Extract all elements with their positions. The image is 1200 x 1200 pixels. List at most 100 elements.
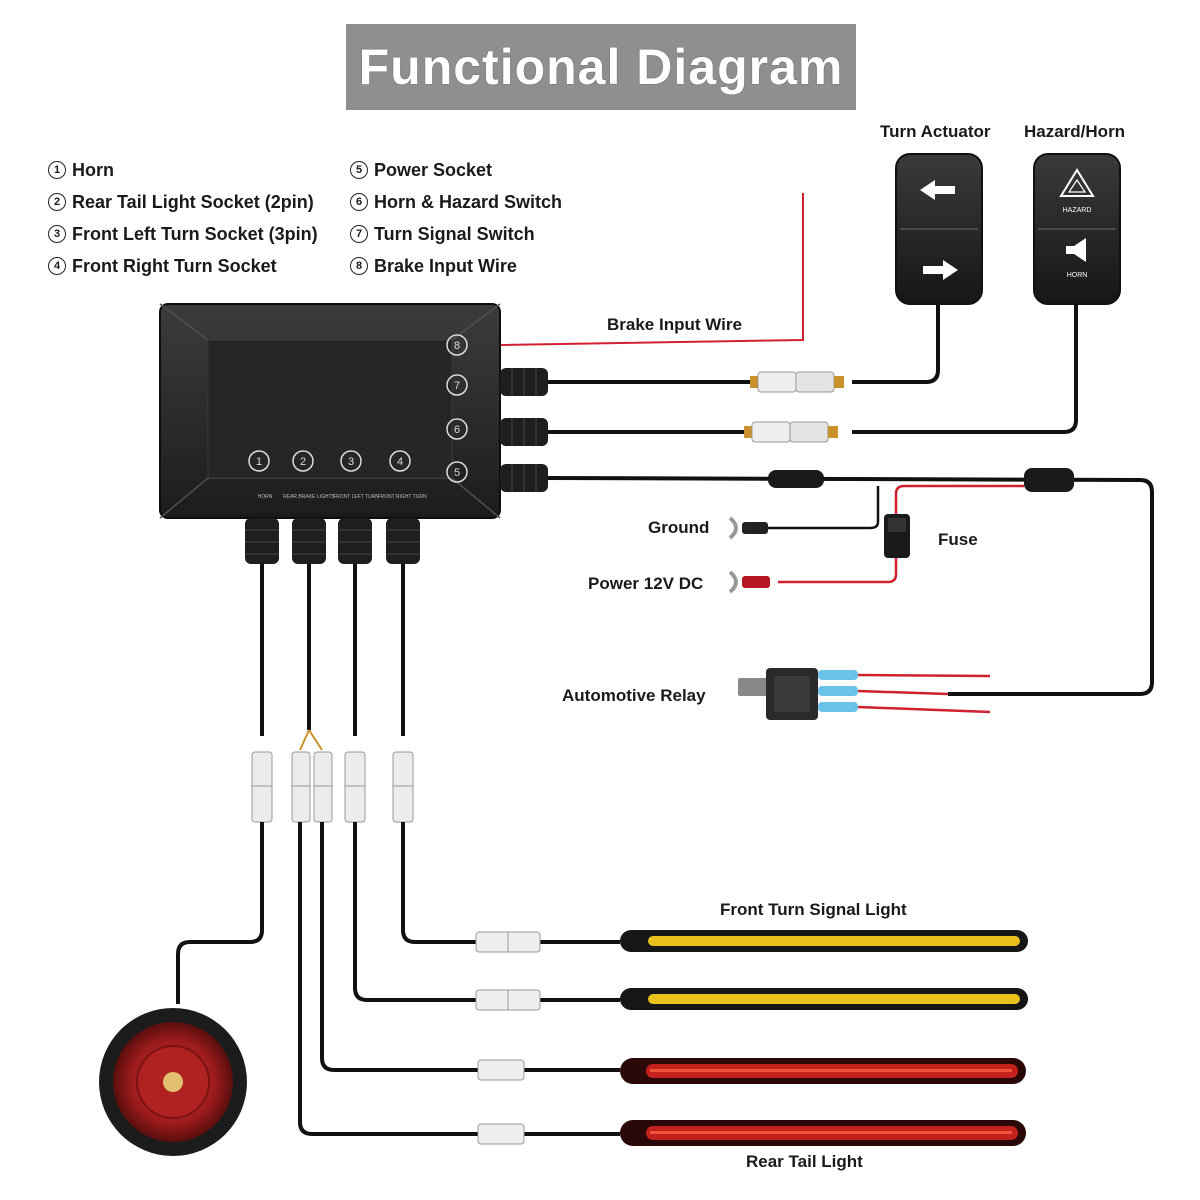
bottom-grommet-2 (292, 518, 326, 564)
port-label-front-left: FRONT LEFT TURN (333, 494, 379, 500)
port-badge-8: 8 (446, 334, 468, 356)
port-label-horn: HORN (258, 494, 273, 500)
rear-split-wires (299, 729, 323, 751)
legend-item: 1 Horn (48, 154, 318, 186)
front-turn-light-strip-top (620, 930, 1028, 952)
fuse-holder (884, 514, 910, 558)
side-grommet-6 (500, 418, 548, 446)
turn-actuator-switch[interactable] (895, 153, 983, 305)
legend-text: Horn (72, 159, 114, 180)
front-right-light-connector (475, 931, 541, 953)
horn-cable-lower (176, 822, 264, 1004)
diagram-title: Functional Diagram (358, 39, 844, 95)
svg-text:4: 4 (397, 456, 403, 468)
horn-inline-connector (251, 751, 273, 823)
brake-input-label: Brake Input Wire (607, 315, 742, 334)
port-label-front-right: FRONT RIGHT TURN (377, 494, 427, 500)
legend-item: 7 Turn Signal Switch (350, 218, 562, 250)
legend-text: Rear Tail Light Socket (2pin) (72, 191, 314, 212)
port-label-rear: REAR BRAKE LIGHTS (283, 494, 335, 500)
rear-light-connector-a (477, 1123, 525, 1145)
svg-text:6: 6 (454, 424, 460, 436)
rear-tail-light-label: Rear Tail Light (746, 1152, 863, 1171)
legend-number: 8 (350, 257, 368, 275)
horn (99, 1008, 247, 1156)
port-badge-3: 3 (340, 450, 362, 472)
legend-item: 8 Brake Input Wire (350, 250, 562, 282)
front-turn-light-strip-bottom (620, 988, 1028, 1010)
legend-text: Horn & Hazard Switch (374, 191, 563, 212)
power-label: Power 12V DC (588, 574, 704, 593)
legend-number: 1 (48, 161, 66, 179)
legend-text: Front Right Turn Socket (72, 255, 277, 276)
front-turn-light-label: Front Turn Signal Light (720, 900, 907, 919)
relay-cable-plug (1024, 468, 1074, 492)
turn-actuator-label: Turn Actuator (880, 122, 991, 141)
turn-switch-connector (750, 371, 844, 393)
svg-text:2: 2 (300, 456, 306, 468)
automotive-relay (738, 668, 991, 720)
legend-text: Brake Input Wire (374, 255, 517, 276)
svg-text:1: 1 (256, 456, 262, 468)
port-badge-1: 1 (248, 450, 270, 472)
horn-icon (1066, 238, 1086, 262)
bottom-grommet-1 (245, 518, 279, 564)
rear-inline-connector-a (291, 751, 311, 823)
turn-switch-cable (852, 304, 940, 384)
hazard-horn-switch[interactable]: HAZARD HORN (1033, 153, 1121, 305)
legend-text: Turn Signal Switch (374, 223, 535, 244)
hazard-horn-label: Hazard/Horn (1024, 122, 1126, 141)
front-left-cable-lower (353, 822, 620, 1002)
port-badge-4: 4 (389, 450, 411, 472)
ground-terminal (728, 516, 768, 540)
rear-tail-light-strip-top (620, 1058, 1026, 1084)
horn-switch-text: HORN (1067, 272, 1088, 279)
side-grommet-7 (500, 368, 548, 396)
port-badge-5: 5 (446, 461, 468, 483)
power-terminal (728, 570, 770, 594)
hazard-switch-cable (852, 304, 1078, 434)
side-grommet-5 (500, 464, 548, 492)
left-arrow-icon (920, 180, 955, 200)
front-right-inline-connector (392, 751, 414, 823)
bottom-grommet-4 (386, 518, 420, 564)
ground-label: Ground (648, 518, 710, 537)
legend-number: 3 (48, 225, 66, 243)
hazard-switch-text: HAZARD (1063, 207, 1092, 214)
front-left-light-connector (475, 989, 541, 1011)
rear-cable-b-lower (320, 822, 620, 1072)
title-banner: Functional Diagram (346, 24, 856, 110)
bottom-grommet-3 (338, 518, 372, 564)
power-socket-plug (768, 470, 824, 488)
legend-number: 2 (48, 193, 66, 211)
port-badge-7: 7 (446, 374, 468, 396)
control-box (159, 303, 501, 519)
rear-cable-a-lower (298, 822, 620, 1136)
legend-number: 7 (350, 225, 368, 243)
front-left-inline-connector (344, 751, 366, 823)
brake-input-wire (497, 193, 804, 346)
svg-text:7: 7 (454, 380, 460, 392)
right-arrow-icon (923, 260, 958, 280)
rear-inline-connector-b (313, 751, 333, 823)
svg-text:5: 5 (454, 467, 460, 479)
svg-text:3: 3 (348, 456, 354, 468)
fuse-label: Fuse (938, 530, 978, 549)
port-badge-2: 2 (292, 450, 314, 472)
svg-text:8: 8 (454, 340, 460, 352)
rear-tail-light-strip-bottom (620, 1120, 1026, 1146)
legend-text: Power Socket (374, 159, 493, 180)
hazard-switch-connector (744, 421, 838, 443)
legend-item: 6 Horn & Hazard Switch (350, 186, 562, 218)
relay-label: Automotive Relay (562, 686, 706, 705)
legend-number: 6 (350, 193, 368, 211)
hazard-triangle-icon (1059, 168, 1095, 197)
rear-light-connector-b (477, 1059, 525, 1081)
port-badge-6: 6 (446, 418, 468, 440)
